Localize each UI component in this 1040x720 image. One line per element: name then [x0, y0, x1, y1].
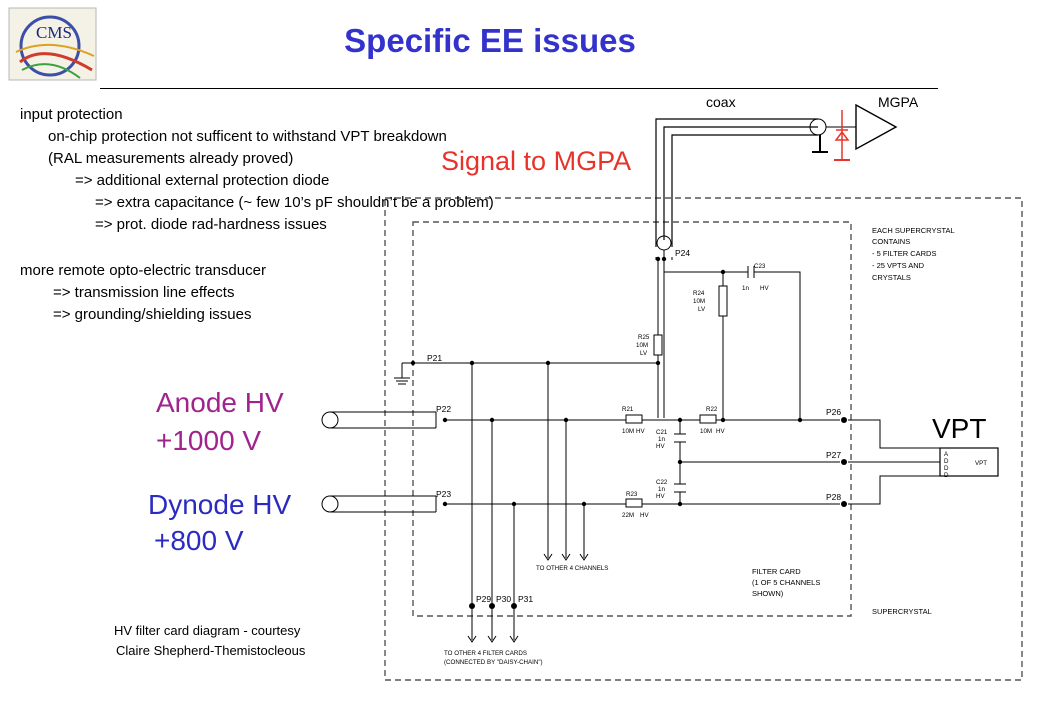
r25-value: 10M [636, 342, 648, 349]
page-title: Specific EE issues [344, 22, 636, 59]
note-grounding: => grounding/shielding issues [53, 306, 252, 323]
r25-rating: LV [640, 350, 648, 357]
pin-p23: P23 [436, 489, 451, 499]
pin-p29: P29 [476, 594, 491, 604]
c21-name: C21 [656, 429, 668, 436]
c21-value: 1n [658, 436, 665, 443]
note-heading-input-protection: input protection [20, 106, 123, 123]
r25-name: R25 [638, 334, 650, 341]
credit-line-2: Claire Shepherd-Themistocleous [116, 643, 306, 658]
note-onchip: on-chip protection not sufficent to with… [48, 128, 447, 145]
signal-to-mgpa-label: Signal to MGPA [441, 146, 632, 176]
cms-logo-text: CMS [36, 23, 72, 42]
to-other-cards-2: (CONNECTED BY "DAISY-CHAIN") [444, 659, 543, 666]
c22-value: 1n [658, 486, 665, 493]
to-other-cards-1: TO OTHER 4 FILTER CARDS [444, 650, 527, 657]
note-line-4: - 25 VPTS AND [872, 261, 925, 270]
vpt-pin-a: A [944, 451, 949, 458]
pin-p28: P28 [826, 492, 841, 502]
r23-rating: HV [640, 512, 649, 519]
c22-name: C22 [656, 479, 668, 486]
filter-card-line-3: SHOWN) [752, 589, 784, 598]
note-transmission: => transmission line effects [53, 284, 235, 301]
supercrystal-label: SUPERCRYSTAL [872, 607, 932, 616]
vpt-pin-d2: D [944, 465, 949, 472]
pin-p26: P26 [826, 407, 841, 417]
title-rule [100, 88, 938, 89]
anode-hv-label: Anode HV [156, 387, 284, 418]
pin-p27: P27 [826, 450, 841, 460]
note-line-2: CONTAINS [872, 237, 910, 246]
r21-value: 10M [622, 428, 634, 435]
credit-line-1: HV filter card diagram - courtesy [114, 623, 301, 638]
pin-p30: P30 [496, 594, 511, 604]
note-heading-remote: more remote opto-electric transducer [20, 262, 266, 279]
note-line-5: CRYSTALS [872, 273, 911, 282]
cms-logo: CMS [8, 7, 97, 81]
r23-name: R23 [626, 491, 638, 498]
note-capacitance: => extra capacitance (~ few 10’s pF shou… [95, 194, 494, 211]
r23-value: 22M [622, 512, 634, 519]
coax-label: coax [706, 94, 736, 110]
vpt-label: VPT [932, 413, 987, 444]
note-additional-diode: => additional external protection diode [75, 172, 330, 189]
r24-name: R24 [693, 290, 705, 297]
vpt-pin-d1: D [944, 458, 949, 465]
note-rad-hardness: => prot. diode rad-hardness issues [95, 214, 329, 235]
c23-value: 1n [742, 285, 749, 292]
to-other-channels: TO OTHER 4 CHANNELS [536, 565, 608, 572]
pin-p24: P24 [675, 248, 690, 258]
c23-rating: HV [760, 285, 769, 292]
r24-value: 10M [693, 298, 705, 305]
r21-rating: HV [636, 428, 645, 435]
mgpa-label: MGPA [878, 94, 919, 110]
vpt-pin-d3: D [944, 472, 949, 479]
filter-card-outline [412, 221, 852, 617]
r21-name: R21 [622, 406, 634, 413]
dynode-hv-label: Dynode HV [148, 489, 292, 520]
r24-rating: LV [698, 306, 706, 313]
dynode-voltage-label: +800 V [154, 525, 244, 556]
c23-name: C23 [754, 263, 766, 270]
pin-p22: P22 [436, 404, 451, 414]
anode-voltage-label: +1000 V [156, 425, 262, 456]
vpt-box-label: VPT [975, 460, 987, 467]
pin-p31: P31 [518, 594, 533, 604]
pin-p21: P21 [427, 353, 442, 363]
note-line-1: EACH SUPERCRYSTAL [872, 226, 955, 235]
r22-rating: HV [716, 428, 725, 435]
note-ral: (RAL measurements already proved) [48, 150, 294, 167]
c21-rating: HV [656, 443, 665, 450]
c22-rating: HV [656, 493, 665, 500]
r22-name: R22 [706, 406, 718, 413]
note-line-3: - 5 FILTER CARDS [872, 249, 936, 258]
r22-value: 10M [700, 428, 712, 435]
filter-card-line-2: (1 OF 5 CHANNELS [752, 578, 820, 587]
filter-card-line-1: FILTER CARD [752, 567, 801, 576]
